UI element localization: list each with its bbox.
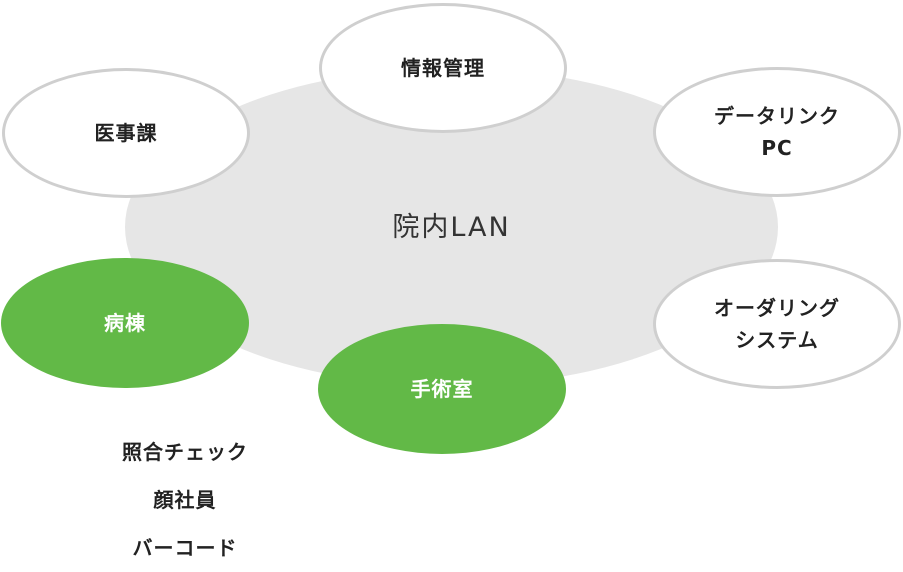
hospital-lan-label: 院内LAN	[392, 212, 511, 243]
node-information-management-label: 情報管理	[401, 56, 485, 80]
node-ordering-system-label: オーダリング システム	[714, 296, 840, 352]
node-datalink-pc-label: データリンク PC	[714, 104, 840, 160]
node-ward-label: 病棟	[104, 311, 146, 335]
feature-item: 顔社員	[153, 488, 217, 512]
node-datalink-pc: データリンク PC	[653, 67, 901, 197]
node-operating-room-label: 手術室	[410, 377, 474, 401]
node-medical-affairs-label: 医事課	[94, 121, 158, 145]
node-ordering-system: オーダリング システム	[653, 259, 901, 389]
feature-item: バーコード	[132, 536, 238, 560]
node-medical-affairs: 医事課	[2, 68, 250, 198]
node-ward: 病棟	[1, 258, 249, 388]
node-operating-room: 手術室	[318, 324, 566, 454]
node-information-management: 情報管理	[319, 3, 567, 133]
feature-item: 照合チェック	[122, 440, 248, 464]
feature-list: 照合チェック 顔社員 バーコード	[100, 428, 270, 572]
